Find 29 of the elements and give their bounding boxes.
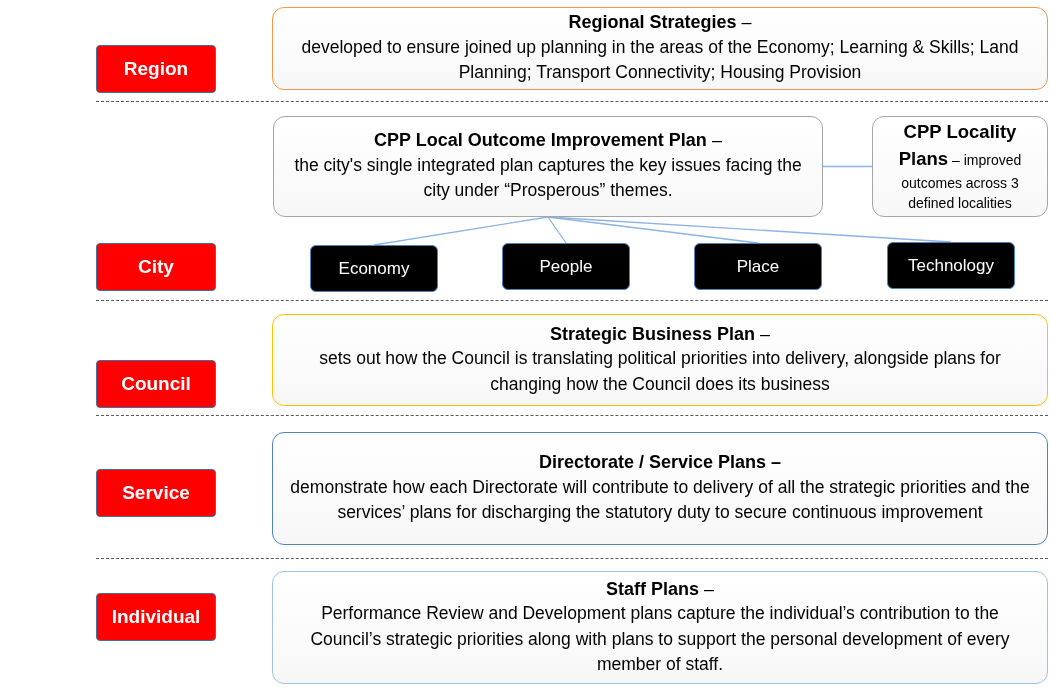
plan-description: the city's single integrated plan captures the key issues facing the city under “Prosperous” themes.	[293, 153, 803, 203]
theme-box: People	[502, 243, 630, 290]
theme-box: Economy	[310, 245, 438, 292]
plan-heading: CPP Local Outcome Improvement Plan –	[374, 129, 722, 153]
plan-description: sets out how the Council is translating political priorities into delivery, alongside plans for changing how the Council does its business	[318, 347, 1002, 396]
plan-box	[272, 314, 1048, 406]
tier-label: Council	[96, 360, 216, 408]
plan-box	[272, 7, 1048, 90]
connector-line	[373, 216, 549, 246]
plan-box	[272, 432, 1048, 545]
plan-description: Performance Review and Development plans capture the individual’s contribution to the Council’s strategic priorities along with plans to support the personal development of every member of staff.	[309, 602, 1011, 676]
plan-description: developed to ensure joined up planning in the areas of the Economy; Learning & Skills; Land Planning; Transport Connectivity; Housing Provision	[300, 35, 1020, 85]
plan-box	[272, 571, 1048, 684]
plan-text: CPP Locality Plans – improved outcomes across 3 defined localities	[897, 120, 1023, 214]
plan-heading: Regional Strategies –	[568, 11, 752, 35]
theme-box: Technology	[887, 242, 1015, 289]
tier-label: City	[96, 243, 216, 291]
plan-box	[872, 116, 1048, 217]
connector-line	[822, 165, 873, 168]
plan-heading: Strategic Business Plan –	[549, 322, 771, 346]
plan-heading: Staff Plans –	[605, 577, 714, 601]
tier-label: Region	[96, 45, 216, 93]
theme-box: Place	[694, 243, 822, 290]
plan-heading: Directorate / Service Plans –	[538, 451, 782, 475]
plan-description: demonstrate how each Directorate will contribute to delivery of all the strategic priorities and the services’ plans for discharging the statutory duty to secure continuous improvement	[289, 475, 1031, 525]
tier-label: Individual	[96, 593, 216, 641]
tier-label: Service	[96, 469, 216, 517]
plan-box	[273, 116, 823, 217]
connector-line	[547, 216, 567, 244]
